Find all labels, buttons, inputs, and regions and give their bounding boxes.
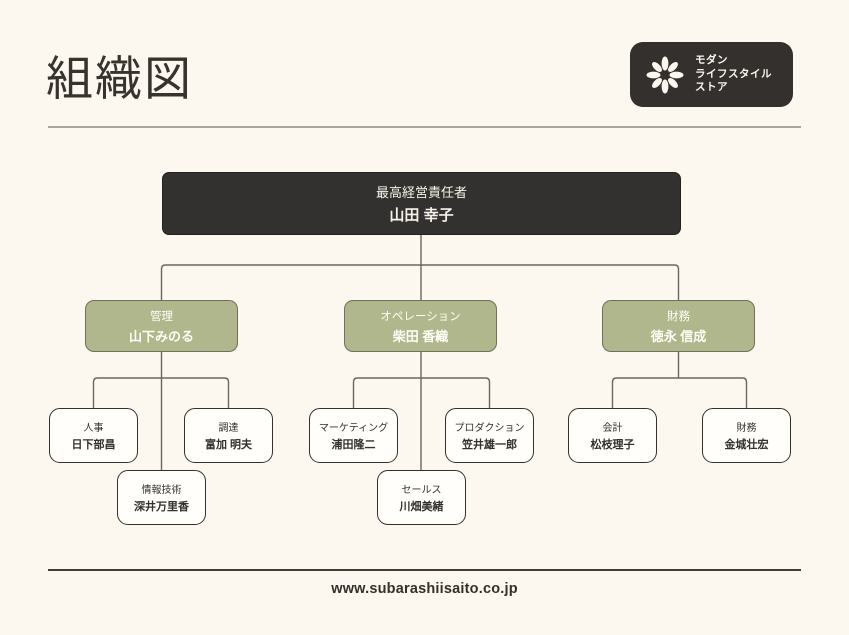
brand-logo-line1: モダン bbox=[695, 53, 728, 66]
brand-logo-line2: ライフスタイル bbox=[695, 67, 772, 80]
node-name: 深井万里香 bbox=[134, 501, 189, 513]
node-name: 浦田隆二 bbox=[331, 439, 376, 451]
node-role: 人事 bbox=[83, 423, 104, 434]
org-node-dept-admin: 管理 山下みのる bbox=[85, 300, 238, 352]
brand-logo-line3: ストア bbox=[695, 81, 728, 94]
org-node-team-finance: 財務 金城壮宏 bbox=[702, 408, 791, 463]
header-divider bbox=[48, 126, 801, 128]
footer-divider bbox=[48, 569, 801, 571]
node-role: 情報技術 bbox=[141, 485, 182, 496]
org-node-team-sales: セールス 川畑美緒 bbox=[377, 470, 466, 525]
node-name: 富加 明夫 bbox=[204, 439, 253, 451]
flower-icon bbox=[646, 56, 684, 93]
org-node-team-procurement: 調達 富加 明夫 bbox=[184, 408, 273, 463]
org-node-team-accounting: 会計 松枝理子 bbox=[568, 408, 657, 463]
node-name: 金城壮宏 bbox=[724, 439, 769, 451]
node-role: 調達 bbox=[218, 423, 239, 434]
node-name: 徳永 信成 bbox=[650, 328, 707, 344]
node-role: 管理 bbox=[150, 310, 173, 323]
org-node-dept-finance: 財務 徳永 信成 bbox=[602, 300, 755, 352]
node-role: マーケティング bbox=[318, 423, 389, 434]
node-name: 川畑美緒 bbox=[399, 501, 444, 513]
footer-url: www.subarashiisaito.co.jp bbox=[331, 581, 518, 597]
page-title: 組織図 bbox=[46, 52, 193, 107]
node-role: プロダクション bbox=[454, 423, 525, 434]
node-name: 山下みのる bbox=[128, 328, 194, 344]
node-role: セールス bbox=[401, 485, 442, 496]
org-node-team-marketing: マーケティング 浦田隆二 bbox=[309, 408, 398, 463]
org-node-team-it: 情報技術 深井万里香 bbox=[117, 470, 206, 525]
node-name: 笠井雄一郎 bbox=[462, 439, 517, 451]
node-name: 柴田 香織 bbox=[392, 328, 449, 344]
org-node-team-hr: 人事 日下部昌 bbox=[49, 408, 138, 463]
org-node-dept-operations: オペレーション 柴田 香織 bbox=[344, 300, 497, 352]
node-role: オペレーション bbox=[380, 310, 461, 323]
node-role: 財務 bbox=[667, 310, 690, 323]
node-name: 松枝理子 bbox=[590, 439, 635, 451]
node-role: 最高経営責任者 bbox=[375, 185, 467, 200]
node-name: 日下部昌 bbox=[71, 439, 116, 451]
node-name: 山田 幸子 bbox=[389, 207, 454, 224]
node-role: 会計 bbox=[602, 423, 623, 434]
brand-logo-badge: モダン ライフスタイル ストア bbox=[630, 42, 793, 107]
org-node-team-production: プロダクション 笠井雄一郎 bbox=[445, 408, 534, 463]
org-node-ceo: 最高経営責任者 山田 幸子 bbox=[162, 172, 681, 235]
brand-logo-text: モダン ライフスタイル ストア bbox=[695, 54, 772, 96]
node-role: 財務 bbox=[736, 423, 757, 434]
